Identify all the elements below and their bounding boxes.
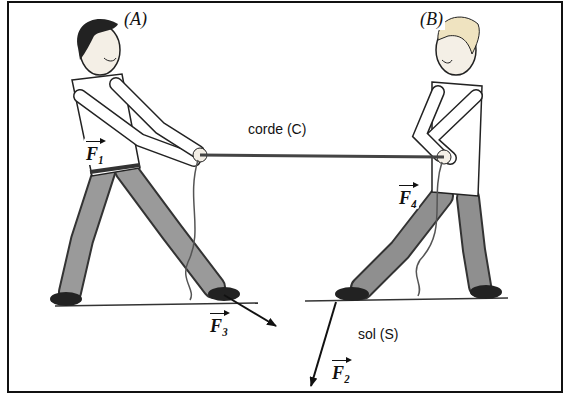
label-holder: F₃: [208, 310, 230, 337]
object-label: (A): [122, 10, 149, 30]
force-label: F₃: [208, 310, 230, 337]
label-holder: F₁: [84, 138, 106, 165]
boy-a: [50, 19, 240, 306]
label-holder: corde (C): [246, 120, 308, 138]
rope-end: [186, 160, 198, 300]
rope-label: corde (C): [246, 122, 308, 137]
frame: [8, 2, 562, 392]
object-label: (B): [418, 10, 445, 30]
label-holder: F₂: [330, 357, 352, 384]
rope-end: [416, 162, 442, 296]
ground-line: [305, 298, 508, 301]
ground-line: [55, 303, 258, 306]
force-label: F₁: [84, 138, 106, 165]
force-vector: [224, 295, 276, 326]
ground-label: sol (S): [356, 327, 400, 342]
label-holder: sol (S): [356, 325, 400, 343]
label-holder: F₄: [397, 182, 419, 209]
rope: [200, 155, 444, 157]
force-label: F₄: [397, 182, 419, 209]
label-holder: (B): [418, 10, 445, 30]
force-label: F₂: [330, 357, 352, 384]
boy-b: [335, 17, 502, 301]
label-holder: (A): [122, 10, 149, 30]
